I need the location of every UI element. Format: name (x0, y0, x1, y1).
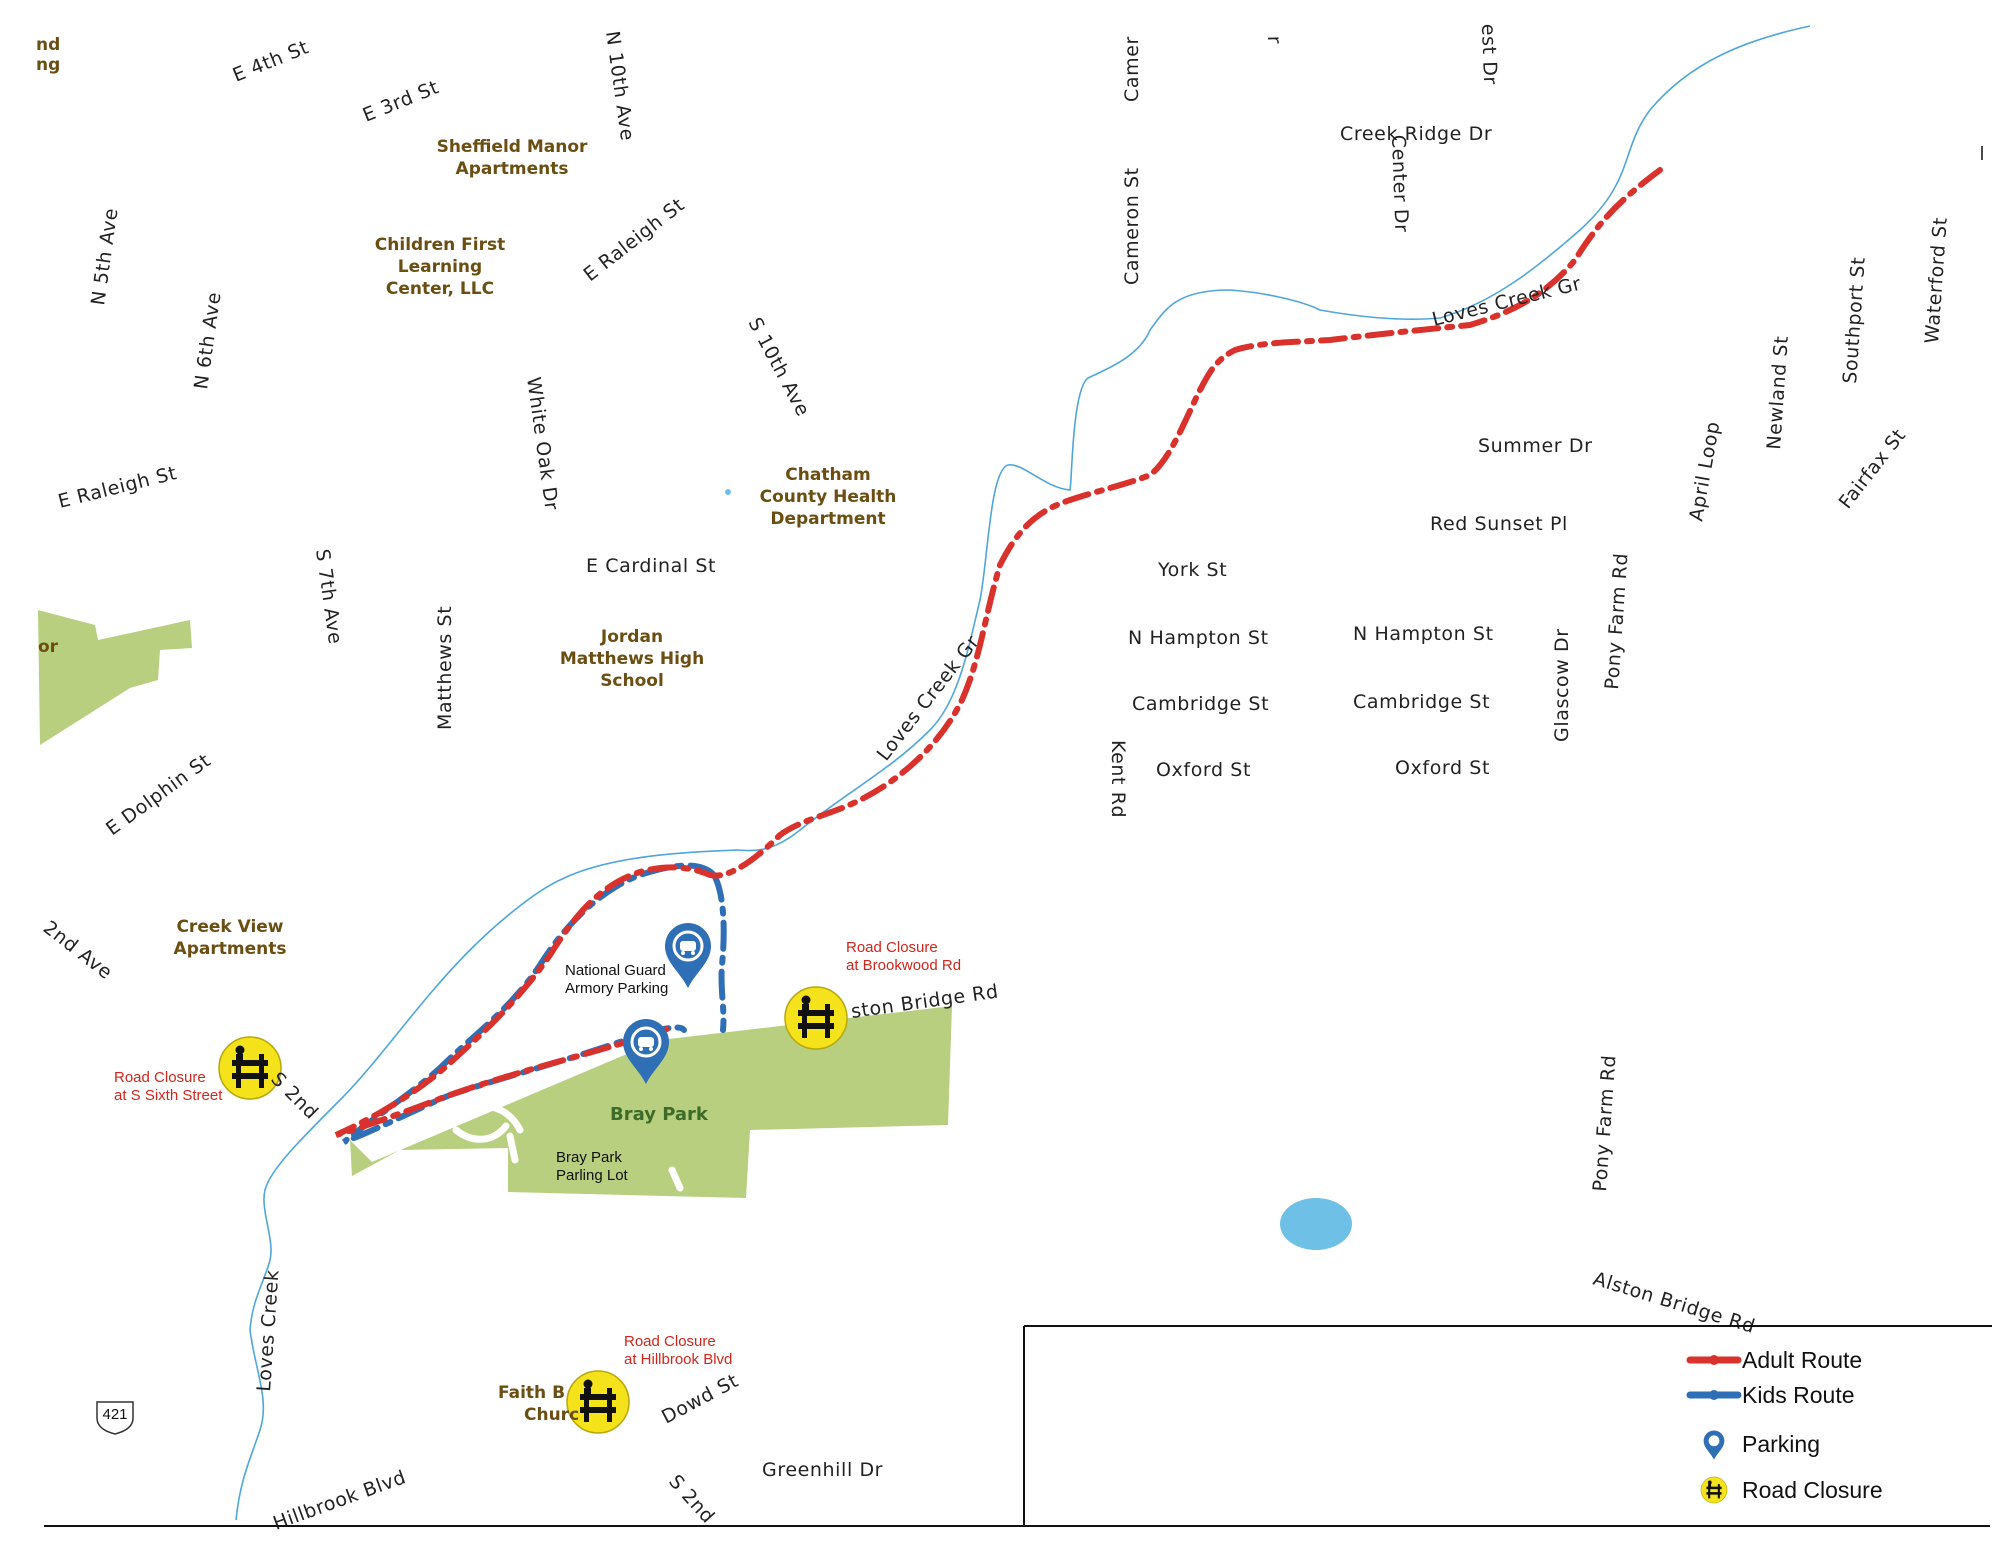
street-label: Oxford St (1156, 759, 1251, 781)
street-label: N Hampton St (1128, 627, 1269, 649)
street-label: r (1263, 35, 1285, 44)
street-label: Camer (1121, 36, 1143, 102)
parking-marker-icon[interactable] (663, 921, 713, 990)
street-label: April Loop (1685, 420, 1724, 523)
street-label: E 3rd St (360, 76, 442, 126)
street-label: Glascow Dr (1551, 628, 1573, 742)
street-label: Cameron St (1121, 167, 1143, 285)
street-label: Loves Creek (253, 1269, 283, 1393)
street-label: Center Dr (1387, 134, 1412, 233)
street-label: Creek Ridge Dr (1340, 123, 1492, 145)
pond (1280, 1198, 1352, 1250)
us-highway-shield-icon: 421 (96, 1401, 134, 1435)
street-label: S 2nd (266, 1068, 322, 1124)
street-label: E Raleigh St (56, 462, 179, 513)
street-label: N 5th Ave (87, 206, 122, 306)
street-label: Waterford St (1921, 216, 1952, 344)
legend-adult-label: Adult Route (1742, 1347, 1862, 1373)
street-label: White Oak Dr (522, 376, 563, 512)
loves-creek-line (235, 25, 1811, 1521)
street-label: est Dr (1477, 23, 1501, 85)
street-label: S 10th Ave (744, 314, 814, 420)
road-closure-barricade-icon[interactable] (784, 986, 848, 1050)
street-label: Pony Farm Rd (1589, 1054, 1621, 1192)
street-label: S 2nd (664, 1471, 719, 1528)
small-pond (725, 489, 731, 495)
street-label: Red Sunset Pl (1430, 513, 1568, 535)
legend-closure-label: Road Closure (1742, 1477, 1883, 1503)
street-label: Fairfax St (1835, 425, 1911, 513)
street-label: 2nd Ave (39, 917, 117, 984)
street-label: Kent Rd (1107, 740, 1129, 818)
legend-closure-icon (1700, 1476, 1728, 1504)
street-label: Pony Farm Rd (1601, 552, 1633, 690)
street-label: E 4th St (230, 36, 312, 86)
street-label: Cambridge St (1353, 691, 1490, 713)
street-label: E Raleigh St (580, 194, 689, 286)
street-label: N 10th Ave (601, 30, 638, 143)
adult-route-path (334, 167, 1663, 1138)
legend-kids-label: Kids Route (1742, 1382, 1855, 1408)
west-park-area (38, 610, 192, 745)
street-label: N 6th Ave (190, 290, 225, 390)
bray-park-label: Bray Park (610, 1104, 709, 1125)
street-label: Summer Dr (1478, 435, 1593, 457)
street-label: Greenhill Dr (762, 1459, 883, 1481)
road-closure-barricade-icon[interactable] (218, 1036, 282, 1100)
park-fragment-label: or (38, 637, 59, 657)
street-label: E Dolphin St (102, 749, 215, 840)
street-label: Oxford St (1395, 757, 1490, 779)
street-label: N Hampton St (1353, 623, 1494, 645)
legend: Adult Route Kids Route Parking Road Clos… (1023, 1325, 1992, 1526)
street-label: Cambridge St (1132, 693, 1269, 715)
street-label: Loves Creek Gr (1430, 273, 1584, 331)
street-label: York St (1157, 559, 1227, 581)
street-label: Southport St (1839, 256, 1870, 384)
highway-number: 421 (102, 1406, 127, 1423)
legend-parking-label: Parking (1742, 1431, 1820, 1457)
street-label: Matthews St (434, 606, 456, 730)
bray-park-area (350, 1006, 952, 1198)
street-label: Hillbrook Blvd (270, 1466, 409, 1535)
street-label: Dowd St (658, 1370, 742, 1429)
street-label: Alston Bridge Rd (1591, 1268, 1758, 1338)
street-label: Newland St (1763, 335, 1793, 450)
street-label: S 7th Ave (311, 548, 346, 646)
street-label: E Cardinal St (586, 555, 716, 577)
legend-parking-icon (1703, 1430, 1725, 1460)
